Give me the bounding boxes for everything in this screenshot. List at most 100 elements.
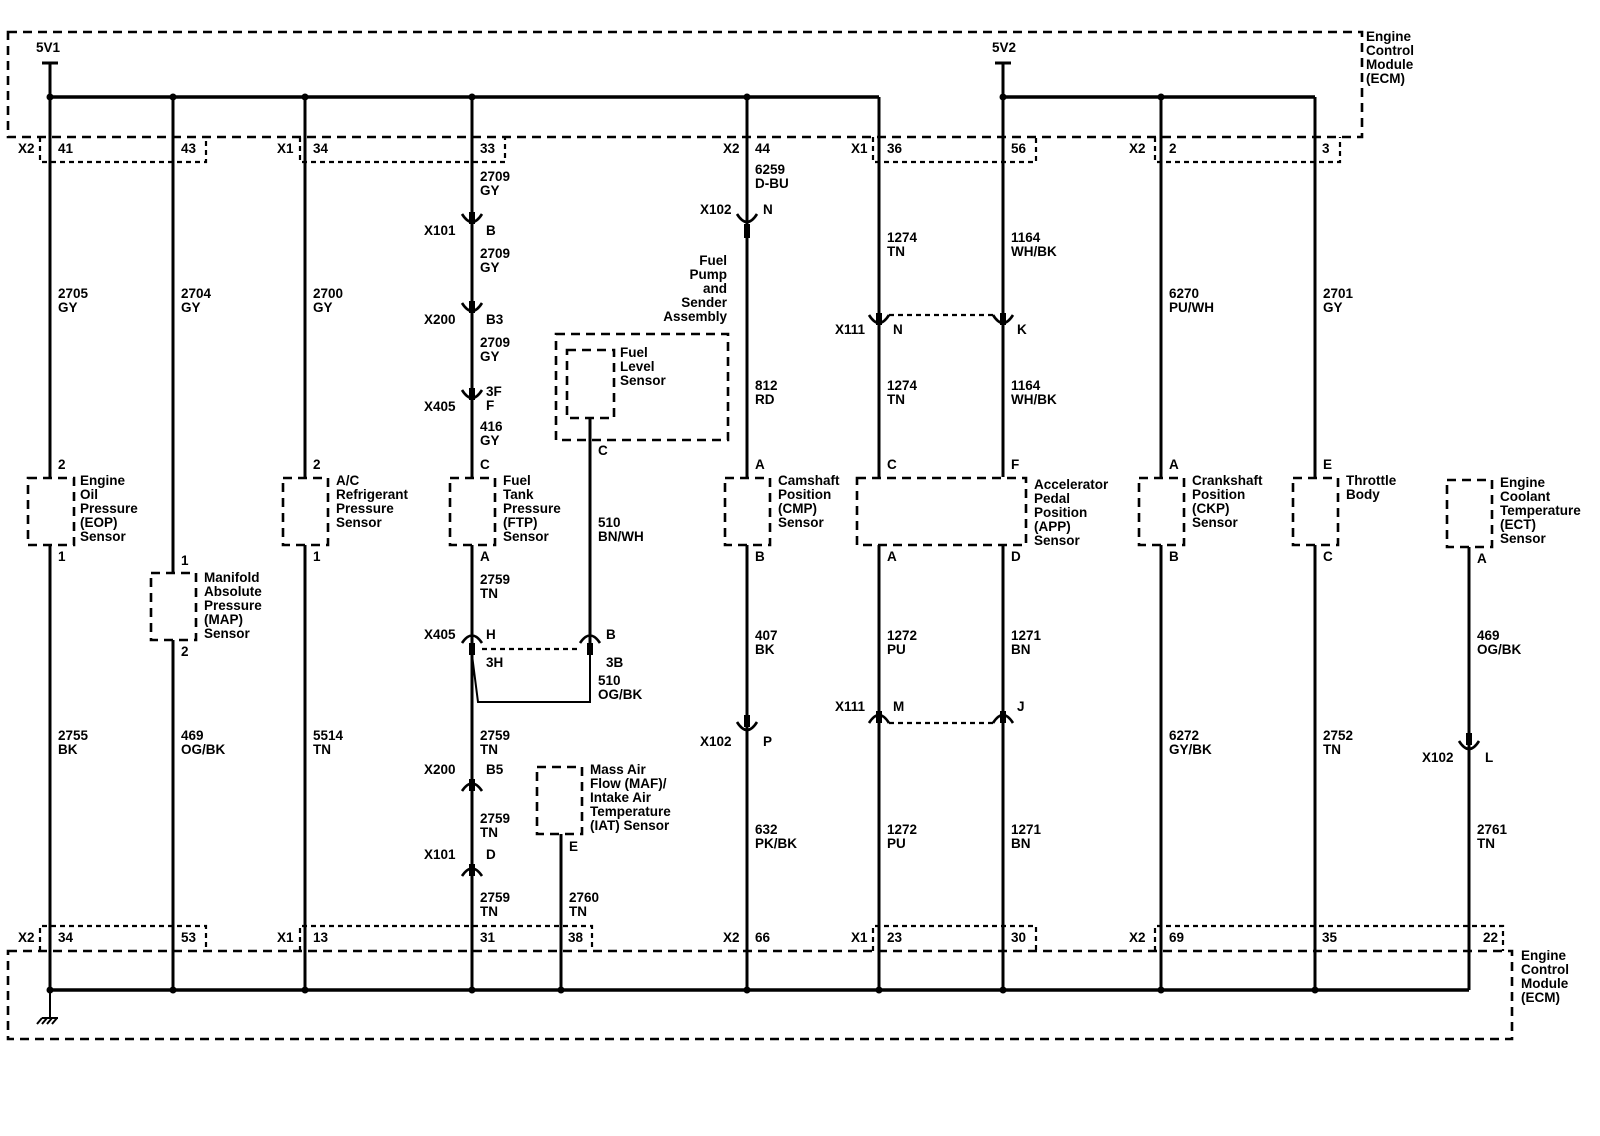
- bottom-junction-dots: [46, 986, 1319, 994]
- pin-label: C: [598, 443, 608, 458]
- svg-text:X2: X2: [18, 930, 35, 945]
- svg-text:Fuel: Fuel: [699, 253, 727, 268]
- svg-text:Manifold: Manifold: [204, 570, 260, 585]
- supply-label-5v1: 5V1: [36, 40, 61, 55]
- ecm-label-line: (ECM): [1366, 71, 1405, 86]
- inline-connector-label: X101: [424, 223, 456, 238]
- wire-label: 2759: [480, 572, 510, 587]
- svg-text:(MAP): (MAP): [204, 612, 243, 627]
- map-sensor-label: Manifold Absolute Pressure (MAP) Sensor: [204, 570, 262, 641]
- wire-label: BK: [755, 642, 775, 657]
- wire-label: 469: [1477, 628, 1500, 643]
- inline-pin-label: J: [1017, 699, 1025, 714]
- ckp-sensor-label: Crankshaft Position (CKP) Sensor: [1192, 473, 1263, 530]
- inline-pin-label: N: [763, 202, 773, 217]
- svg-text:X1: X1: [851, 930, 868, 945]
- svg-text:Sender: Sender: [681, 295, 728, 310]
- wire-label: 469: [181, 728, 204, 743]
- wire-label: WH/BK: [1011, 244, 1057, 259]
- wire-label: GY: [480, 260, 500, 275]
- svg-text:33: 33: [480, 141, 496, 156]
- pin-label: F: [1011, 457, 1019, 472]
- inline-pin-label: 3F: [486, 384, 502, 399]
- svg-text:Mass Air: Mass Air: [590, 762, 647, 777]
- wire-label: 2701: [1323, 286, 1354, 301]
- svg-text:56: 56: [1011, 141, 1027, 156]
- wire-label: GY: [58, 300, 78, 315]
- inline-pin-label: H: [486, 627, 496, 642]
- wire-label: TN: [480, 904, 498, 919]
- inline-connector-label: X111: [835, 699, 866, 714]
- pin-label: A: [887, 549, 897, 564]
- pin-label: C: [887, 457, 897, 472]
- wire-label: D-BU: [755, 176, 789, 191]
- svg-text:X2: X2: [1129, 141, 1146, 156]
- wire-label: PU: [887, 836, 906, 851]
- wire-label: OG/BK: [181, 742, 226, 757]
- top-pin-labels: X2 41 43 X1 34 33 X2 44 X1 36 56 X2 2 3: [18, 141, 1330, 156]
- wire-label: WH/BK: [1011, 392, 1057, 407]
- pin-label: 1: [313, 549, 321, 564]
- ecm-label-line: Engine: [1521, 948, 1566, 963]
- svg-text:Sensor: Sensor: [620, 373, 667, 388]
- eop-sensor-label: Engine Oil Pressure (EOP) Sensor: [80, 473, 138, 544]
- wire-label: 2759: [480, 811, 510, 826]
- inline-pin-label: B5: [486, 762, 504, 777]
- wire-label: PU/WH: [1169, 300, 1214, 315]
- svg-text:Sensor: Sensor: [80, 529, 127, 544]
- svg-text:Sensor: Sensor: [1034, 533, 1081, 548]
- svg-text:Throttle: Throttle: [1346, 473, 1397, 488]
- wire-label: 2759: [480, 728, 510, 743]
- wire-label: TN: [480, 742, 498, 757]
- svg-text:34: 34: [313, 141, 329, 156]
- fuel-pump-sender-label: Fuel Pump and Sender Assembly: [663, 253, 728, 324]
- wire-label: 510: [598, 515, 621, 530]
- svg-text:36: 36: [887, 141, 903, 156]
- wire-label: PK/BK: [755, 836, 797, 851]
- wire-label: TN: [1323, 742, 1341, 757]
- fuel-pump-sender-box: [554, 332, 730, 442]
- app-sensor-label: Accelerator Pedal Position (APP) Sensor: [1034, 477, 1109, 548]
- svg-text:22: 22: [1483, 930, 1498, 945]
- svg-text:X2: X2: [18, 141, 35, 156]
- ckp-sensor-box: [1137, 476, 1186, 547]
- svg-text:Fuel: Fuel: [503, 473, 531, 488]
- svg-text:Temperature: Temperature: [1500, 503, 1581, 518]
- inline-pin-label: B: [606, 627, 616, 642]
- wire-label: 632: [755, 822, 778, 837]
- svg-text:Assembly: Assembly: [663, 309, 727, 324]
- inline-connector-label: X405: [424, 627, 456, 642]
- svg-text:Oil: Oil: [80, 487, 98, 502]
- svg-text:Pressure: Pressure: [80, 501, 138, 516]
- svg-text:Absolute: Absolute: [204, 584, 262, 599]
- pin-label: C: [1323, 549, 1333, 564]
- svg-text:X2: X2: [723, 930, 740, 945]
- pin-label: 1: [181, 553, 189, 568]
- svg-text:3: 3: [1322, 141, 1330, 156]
- svg-text:(CKP): (CKP): [1192, 501, 1230, 516]
- svg-text:Pump: Pump: [689, 267, 727, 282]
- svg-text:Engine: Engine: [80, 473, 125, 488]
- svg-text:Accelerator: Accelerator: [1034, 477, 1109, 492]
- svg-text:35: 35: [1322, 930, 1338, 945]
- inline-connector-label: X101: [424, 847, 456, 862]
- wire-label: 1271: [1011, 628, 1042, 643]
- wire-label: 416: [480, 419, 503, 434]
- wire-label: BN/WH: [598, 529, 644, 544]
- svg-text:Sensor: Sensor: [336, 515, 383, 530]
- inline-connector-label: X102: [700, 202, 732, 217]
- pin-label: E: [569, 839, 578, 854]
- wire-label: TN: [1477, 836, 1495, 851]
- ecm-label-bottom: Engine Control Module (ECM): [1521, 948, 1569, 1005]
- map-sensor-box: [149, 571, 198, 642]
- wire-label: 2704: [181, 286, 212, 301]
- wire-label: 5514: [313, 728, 344, 743]
- svg-text:69: 69: [1169, 930, 1184, 945]
- inline-pin-label: D: [486, 847, 496, 862]
- svg-text:Position: Position: [778, 487, 831, 502]
- inline-pin-label: B: [486, 223, 496, 238]
- svg-text:Level: Level: [620, 359, 655, 374]
- wire-label: GY: [181, 300, 201, 315]
- svg-text:13: 13: [313, 930, 329, 945]
- wire-label: PU: [887, 642, 906, 657]
